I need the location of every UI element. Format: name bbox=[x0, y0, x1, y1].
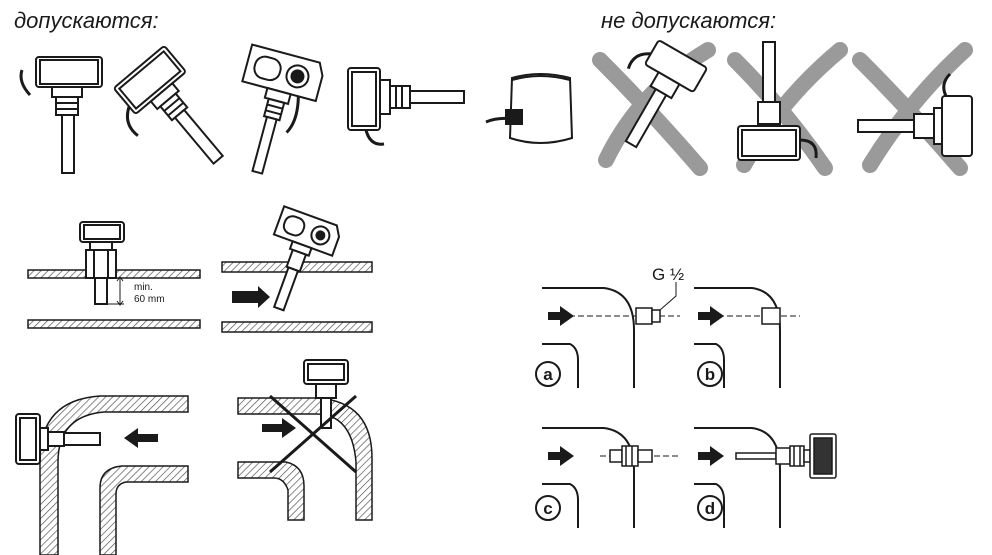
flow-arrow-left bbox=[124, 428, 158, 448]
forbidden-orientation-1 bbox=[592, 40, 716, 176]
allowed-orientation-horizontal bbox=[347, 67, 465, 146]
not-allowed-heading: не допускаются: bbox=[601, 8, 777, 33]
forbidden-orientation-3 bbox=[852, 42, 973, 176]
allowed-orientation-open-box bbox=[241, 43, 324, 175]
elbow-forbidden-install bbox=[237, 359, 373, 521]
variant-d-label: d bbox=[705, 499, 715, 518]
straight-pipe-tilted-install bbox=[221, 204, 373, 333]
variant-b-label: b bbox=[705, 365, 715, 384]
variant-a-label: a bbox=[543, 365, 553, 384]
allowed-orientation-tilted bbox=[113, 45, 225, 166]
allowed-heading: допускаются: bbox=[14, 8, 159, 33]
forbidden-orientation-2 bbox=[727, 41, 848, 176]
elbow-side-install bbox=[15, 395, 189, 555]
min-distance-value: 60 mm bbox=[134, 294, 165, 305]
min-distance-label: min. bbox=[134, 282, 153, 293]
thread-label: G ½ bbox=[652, 265, 684, 284]
variant-c-label: c bbox=[543, 499, 552, 518]
variant-a: G ½ a bbox=[535, 265, 684, 388]
variant-b: b bbox=[694, 287, 800, 388]
flow-arrow bbox=[232, 286, 270, 308]
variant-d: d bbox=[694, 427, 837, 528]
variant-c: c bbox=[535, 427, 680, 528]
allowed-orientation-vertical bbox=[19, 56, 103, 174]
straight-pipe-vertical-install: min. 60 mm bbox=[27, 221, 201, 329]
allowed-orientation-side bbox=[485, 73, 574, 144]
